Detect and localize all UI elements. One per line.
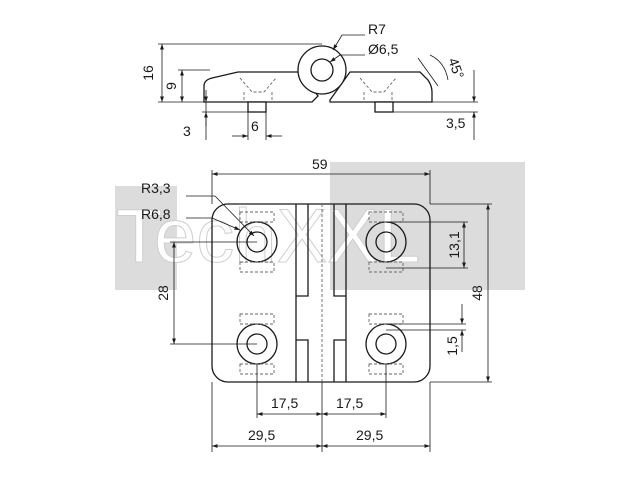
side-view-countersink-right bbox=[359, 77, 397, 102]
side-view-stud-left bbox=[247, 101, 267, 113]
watermark: TechXXL bbox=[115, 162, 525, 290]
side-height-leaf-label: 9 bbox=[163, 82, 179, 90]
side-view-pin-hole bbox=[310, 58, 334, 82]
watermark-block-right bbox=[330, 162, 525, 290]
front-hole-center-right-label: 17,5 bbox=[336, 395, 363, 411]
side-thickness-label: 3 bbox=[183, 123, 191, 139]
front-width-total-label: 59 bbox=[312, 156, 328, 172]
front-half-width-right-label: 29,5 bbox=[356, 427, 383, 443]
front-radius-hole-label: R3,3 bbox=[141, 180, 171, 196]
front-view-outline bbox=[211, 203, 431, 383]
watermark-text: TechXXL bbox=[116, 194, 420, 279]
side-view-dimensions: 16 9 3 6 R7 Ø6,5 45° 3,5 bbox=[140, 21, 478, 140]
side-view-countersink-left bbox=[239, 77, 277, 102]
side-angle-label: 45° bbox=[445, 56, 467, 81]
front-view-dimensions: 59 R3,3 R6,8 28 13,1 48 1,5 bbox=[141, 156, 492, 452]
front-view-knuckle-segments bbox=[296, 204, 346, 382]
front-radius-counterbore-label: R6,8 bbox=[141, 206, 171, 222]
side-height-total-label: 16 bbox=[140, 65, 156, 81]
front-half-width-left-label: 29,5 bbox=[248, 427, 275, 443]
front-hole-offset-label: 13,1 bbox=[446, 231, 462, 258]
side-view-right-leaf bbox=[329, 71, 433, 103]
front-height-total-label: 48 bbox=[469, 285, 485, 301]
front-view-knuckle-edges bbox=[295, 204, 347, 382]
side-stud-height-label: 3,5 bbox=[446, 115, 466, 131]
side-view-stud-right bbox=[374, 101, 394, 113]
side-pin-diameter-label: Ø6,5 bbox=[368, 41, 399, 57]
front-stud-offset-label: 1,5 bbox=[444, 336, 460, 356]
watermark-block-left bbox=[115, 186, 177, 290]
front-hole-center-left-label: 17,5 bbox=[271, 395, 298, 411]
front-view bbox=[211, 203, 431, 383]
side-stud-width-label: 6 bbox=[251, 118, 259, 134]
front-hole-pitch-label: 28 bbox=[155, 285, 171, 301]
side-radius-label: R7 bbox=[368, 21, 386, 37]
